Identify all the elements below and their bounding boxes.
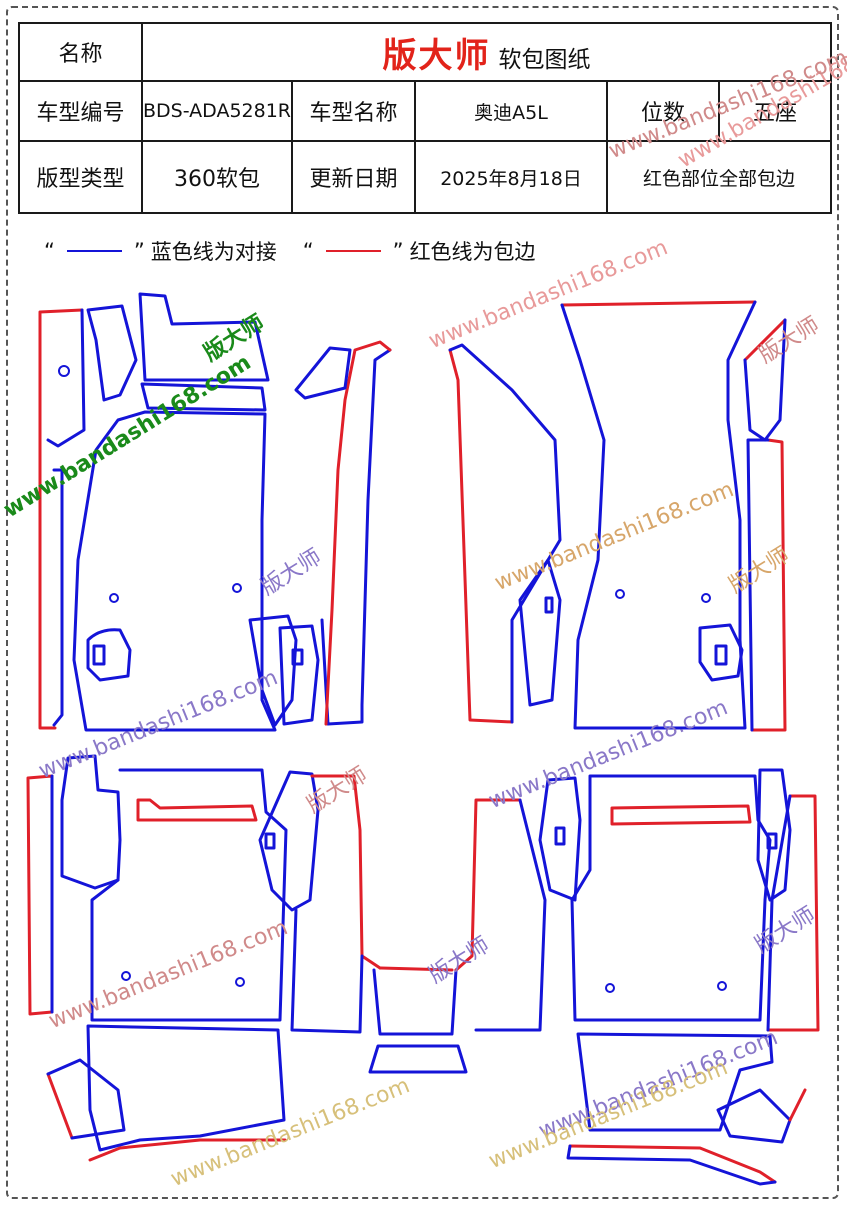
legend-close-quote-1: ”	[133, 239, 145, 263]
date-value: 2025年8月18日	[414, 140, 608, 214]
rear-right-mat	[538, 768, 820, 1186]
legend: “ ” 蓝色线为对接 “ ” 红色线为包边	[38, 236, 536, 266]
rear-left-mat	[26, 754, 382, 1162]
title-cell: 版大师软包图纸	[141, 22, 832, 82]
brand-suffix: 软包图纸	[498, 46, 591, 73]
legend-open-quote-1: “	[44, 239, 55, 263]
brand-name: 版大师	[382, 35, 491, 76]
front-left-mat	[38, 292, 392, 732]
model-name-value: 奥迪A5L	[414, 80, 608, 142]
model-name-label: 车型名称	[291, 80, 416, 142]
type-value: 360软包	[141, 140, 293, 214]
note-value: 红色部位全部包边	[606, 140, 832, 214]
model-code-value: BDS-ADA5281R	[141, 80, 293, 142]
date-label: 更新日期	[291, 140, 416, 214]
legend-close-quote-2: ”	[392, 239, 404, 263]
page-border	[6, 6, 839, 1199]
blue-line-sample	[66, 250, 122, 252]
type-label: 版型类型	[18, 140, 143, 214]
name-label: 名称	[18, 22, 143, 82]
legend-open-quote-2: “	[302, 239, 314, 263]
rear-center-pieces	[368, 798, 547, 1074]
front-right-mat	[448, 300, 787, 732]
model-code-label: 车型编号	[18, 80, 143, 142]
legend-red-text: 红色线为包边	[409, 240, 536, 264]
seats-label: 位数	[606, 80, 720, 142]
info-table: 名称 版大师软包图纸 车型编号 BDS-ADA5281R 车型名称 奥迪A5L …	[18, 22, 832, 214]
red-line-sample	[325, 250, 381, 252]
seats-value: 五座	[718, 80, 832, 142]
legend-blue-text: 蓝色线为对接	[150, 240, 277, 264]
